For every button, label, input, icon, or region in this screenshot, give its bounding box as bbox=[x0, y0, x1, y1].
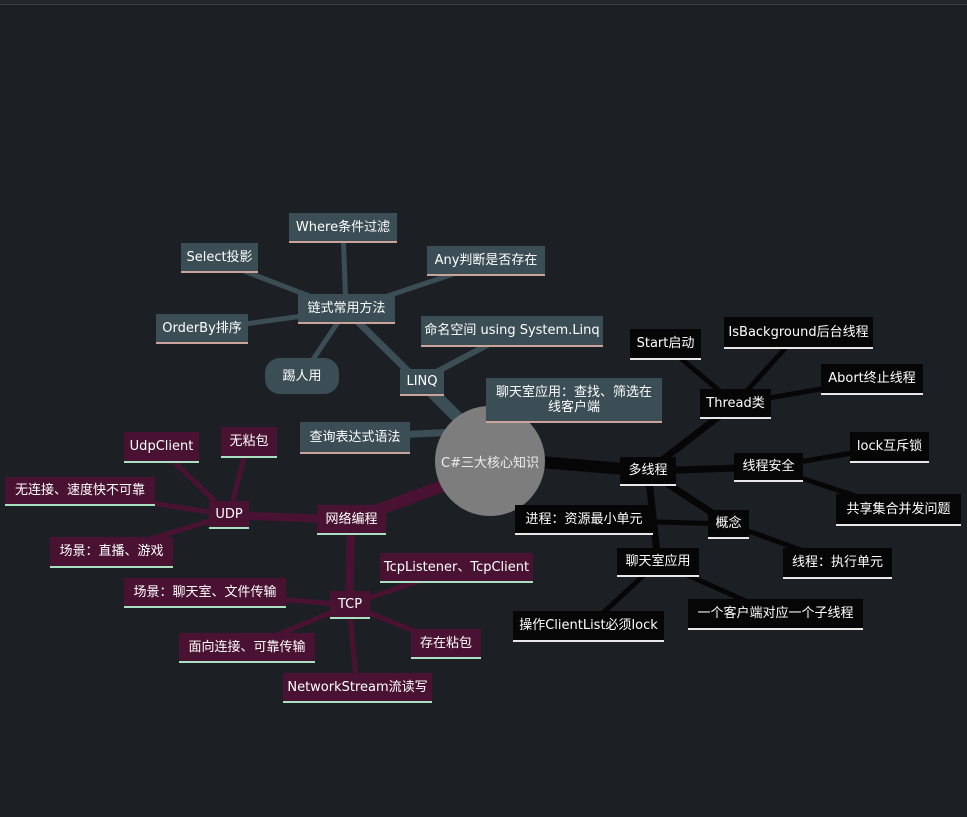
node-network[interactable]: 网络编程 bbox=[317, 505, 386, 535]
node-multithread[interactable]: 多线程 bbox=[620, 457, 676, 486]
node-udp[interactable]: UDP bbox=[209, 501, 249, 529]
node-thread-unit[interactable]: 线程：执行单元 bbox=[783, 548, 892, 579]
node-connectionless[interactable]: 无连接、速度快不可靠 bbox=[5, 477, 155, 506]
node-udpclient[interactable]: UdpClient bbox=[124, 432, 199, 463]
node-no-sticky[interactable]: 无粘包 bbox=[221, 427, 277, 458]
top-toolbar bbox=[0, 0, 967, 5]
node-networkstream[interactable]: NetworkStream流读写 bbox=[283, 673, 432, 703]
node-tcp-sticky[interactable]: 存在粘包 bbox=[411, 629, 481, 659]
node-mt-chatroom[interactable]: 聊天室应用 bbox=[617, 548, 699, 577]
node-start[interactable]: Start启动 bbox=[630, 329, 701, 360]
node-chain-methods[interactable]: 链式常用方法 bbox=[298, 294, 395, 324]
node-thread-safety[interactable]: 线程安全 bbox=[734, 453, 803, 482]
node-tcp[interactable]: TCP bbox=[330, 591, 370, 619]
node-any[interactable]: Any判断是否存在 bbox=[427, 246, 545, 276]
node-abort[interactable]: Abort终止线程 bbox=[821, 364, 923, 395]
node-orderby[interactable]: OrderBy排序 bbox=[156, 314, 248, 344]
node-where[interactable]: Where条件过滤 bbox=[289, 213, 397, 243]
edge-mt-chatroom bbox=[644, 467, 662, 566]
node-namespace[interactable]: 命名空间 using System.Linq bbox=[421, 316, 603, 347]
node-linq-chatroom[interactable]: 聊天室应用：查找、筛选在线客户端 bbox=[486, 378, 662, 423]
node-linq[interactable]: LINQ bbox=[400, 369, 444, 396]
node-clientlist-lock[interactable]: 操作ClientList必须lock bbox=[513, 611, 664, 642]
node-query-syntax[interactable]: 查询表达式语法 bbox=[300, 422, 410, 454]
node-shared-collection[interactable]: 共享集合并发问题 bbox=[836, 494, 961, 526]
node-tcp-listener[interactable]: TcpListener、TcpClient bbox=[380, 553, 533, 583]
node-tcp-reliable[interactable]: 面向连接、可靠传输 bbox=[179, 633, 315, 663]
root-node[interactable]: C#三大核心知识 bbox=[435, 406, 545, 516]
node-concept[interactable]: 概念 bbox=[708, 510, 749, 539]
node-isbackground[interactable]: IsBackground后台线程 bbox=[724, 317, 873, 349]
node-udp-scene[interactable]: 场景：直播、游戏 bbox=[50, 537, 173, 568]
node-kick[interactable]: 踢人用 bbox=[265, 358, 339, 394]
node-one-thread-per-client[interactable]: 一个客户端对应一个子线程 bbox=[688, 599, 863, 630]
node-lock[interactable]: lock互斥锁 bbox=[850, 432, 929, 463]
node-process[interactable]: 进程：资源最小单元 bbox=[515, 505, 653, 535]
node-thread-class[interactable]: Thread类 bbox=[700, 389, 771, 419]
node-tcp-scene[interactable]: 场景：聊天室、文件传输 bbox=[124, 578, 286, 608]
node-select[interactable]: Select投影 bbox=[181, 243, 258, 273]
